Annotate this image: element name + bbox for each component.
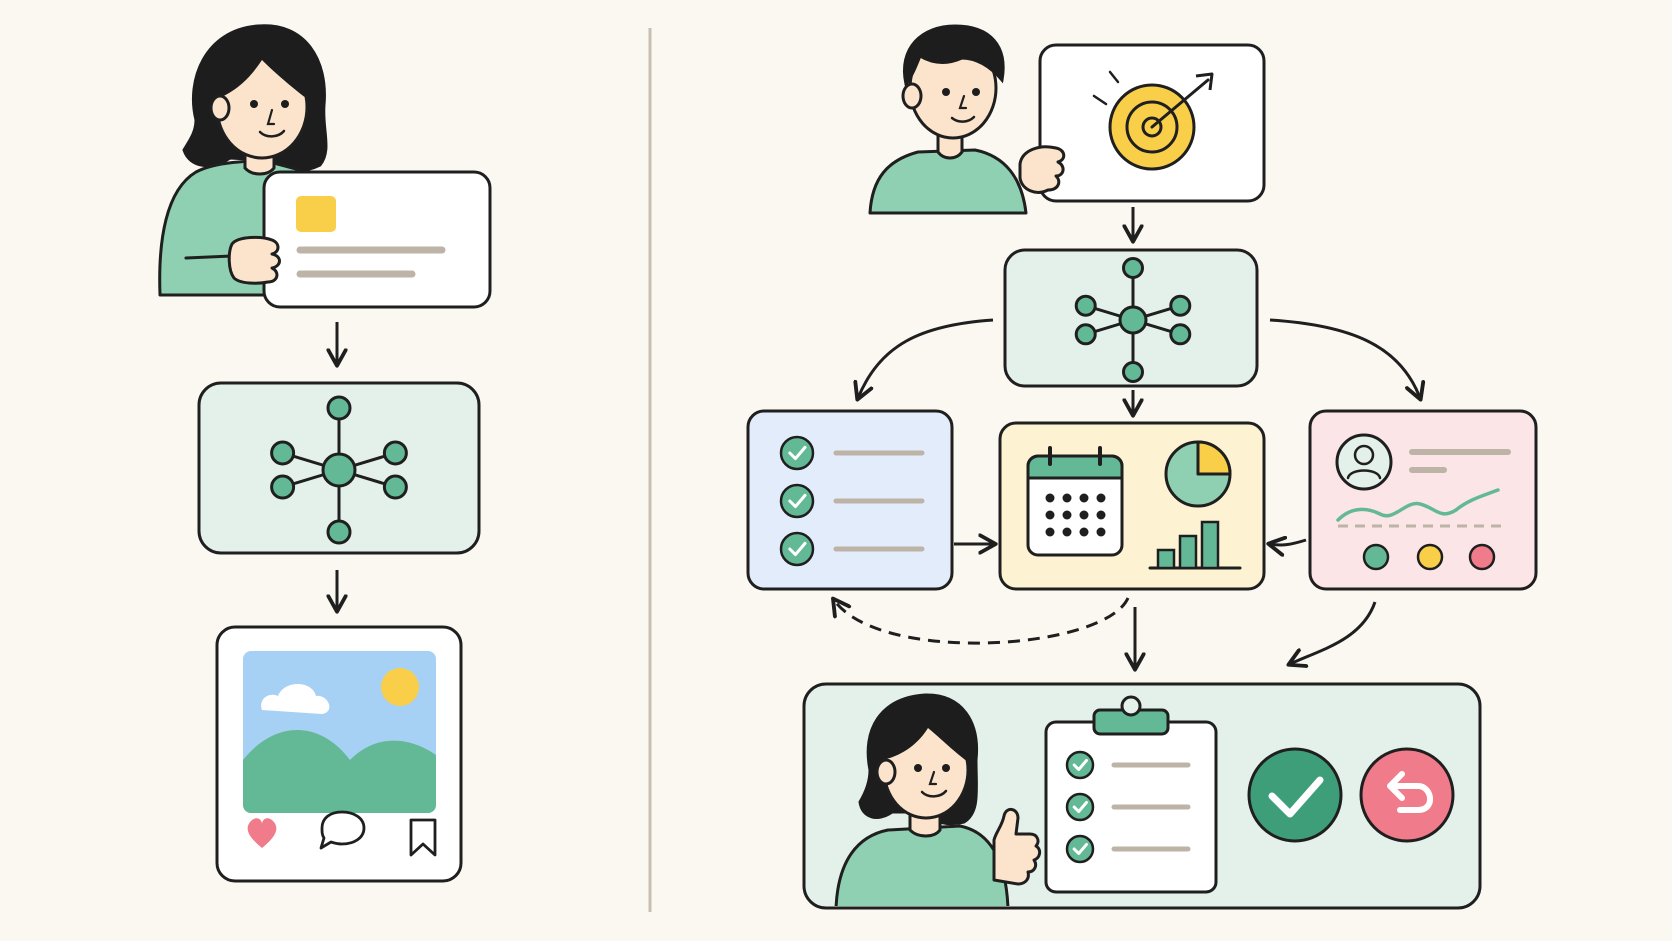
person-icon [868,24,1028,215]
pie-chart-icon [1164,440,1232,508]
network-node [1169,323,1192,346]
thumbs-up-icon [992,808,1042,886]
calendar-day [1045,510,1055,520]
arrow-to-checklist [858,318,994,398]
heart-icon[interactable] [247,818,277,848]
hand-icon [227,235,281,285]
arrow-profile-to-dashboard [1270,540,1307,545]
calendar-day [1062,493,1072,503]
check-icon [1065,750,1095,780]
clipboard-icon [1044,695,1218,894]
network-node [1122,361,1144,383]
feedback-loop-arrow [834,598,1130,645]
calendar-day [1045,527,1055,537]
image-post-icon [215,625,463,883]
calendar-day [1096,527,1106,537]
check-icon [779,483,815,519]
network-box-right [1003,248,1259,388]
network-node [270,440,296,466]
bookmark-icon[interactable] [409,818,437,857]
network-node [326,395,352,421]
network-icon [1074,257,1192,383]
network-icon [270,395,408,545]
checklist-icon [779,435,925,567]
network-node [1074,323,1097,346]
target-icon [1092,70,1214,171]
profile-panel [1308,409,1538,591]
network-node [270,474,296,500]
card-icon [262,170,492,309]
line-chart-icon [1336,488,1508,528]
profile-icon [1335,433,1393,491]
network-box-left [197,381,481,555]
hand-icon [1018,145,1066,194]
network-hub [321,452,357,488]
undo-button[interactable] [1359,747,1455,843]
calendar-day [1079,510,1089,520]
arrow-profile-to-review [1290,601,1377,664]
checklist-icon [1065,750,1191,864]
network-node [1169,294,1192,317]
undo-icon[interactable] [1359,747,1455,843]
check-icon [779,531,815,567]
checklist-panel [746,409,954,591]
bar-chart-icon [1148,520,1242,570]
calendar-day [1062,510,1072,520]
calendar-icon [1026,446,1124,557]
network-node [326,519,352,545]
comment-icon[interactable] [319,810,366,850]
arrow-to-profile [1269,318,1420,398]
target-box [1038,43,1266,203]
calendar-day [1096,493,1106,503]
approve-icon[interactable] [1247,747,1343,843]
approve-button[interactable] [1247,747,1343,843]
calendar-day [1062,527,1072,537]
calendar-day [1079,493,1089,503]
check-icon [1065,792,1095,822]
calendar-day [1079,527,1089,537]
review-panel [802,682,1482,910]
check-icon [779,435,815,471]
check-icon [1065,834,1095,864]
calendar-day [1045,493,1055,503]
calendar-day [1096,510,1106,520]
dashboard-panel [998,421,1266,591]
network-node [382,474,408,500]
network-hub [1118,305,1148,335]
person-icon [834,693,1042,906]
network-node [1074,294,1097,317]
network-node [382,440,408,466]
network-node [1122,257,1144,279]
